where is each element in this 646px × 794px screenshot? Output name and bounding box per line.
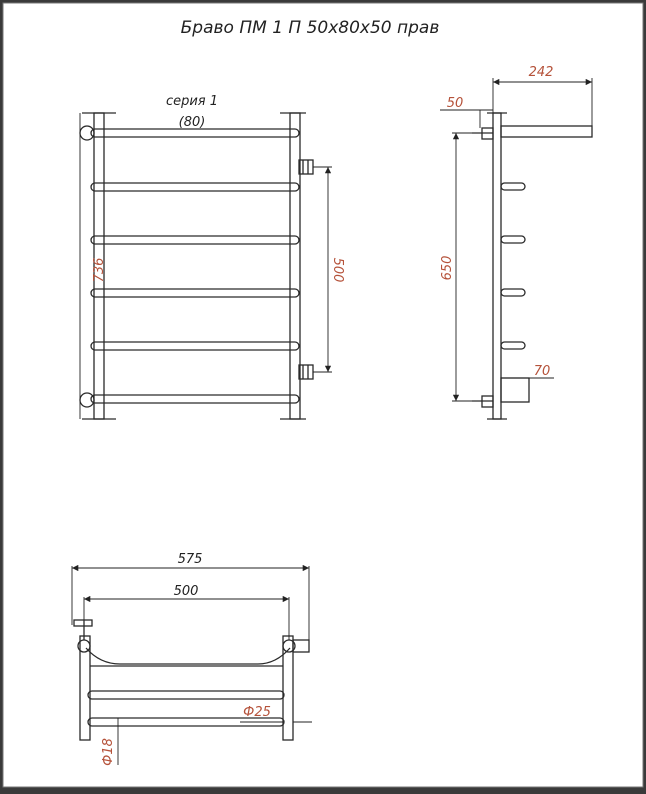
side-view xyxy=(472,112,593,420)
side-offset-bottom-label: 70 xyxy=(534,364,551,379)
top-rail-diameter-label: Ф25 xyxy=(243,705,271,720)
front-connection-label: 500 xyxy=(330,258,345,283)
side-wall-bracket-bottom-block xyxy=(481,395,494,408)
top-overall-width-label: 575 xyxy=(178,552,203,567)
side-wall-bracket-top-block xyxy=(481,127,494,140)
side-dimensions xyxy=(440,78,593,402)
side-rung-stub-4 xyxy=(500,341,526,350)
side-depth-label: 242 xyxy=(529,65,554,80)
front-rung-6 xyxy=(90,394,300,404)
side-offset-top-label: 50 xyxy=(447,96,464,111)
series-code: (80) xyxy=(179,115,206,130)
top-left-post xyxy=(79,635,91,741)
front-rung-5 xyxy=(90,341,300,351)
top-post-diameter-label: Ф18 xyxy=(101,738,116,766)
side-top-shelf xyxy=(500,125,593,138)
side-rung-stub-3 xyxy=(500,288,526,297)
front-rung-4 xyxy=(90,288,300,298)
front-rung-2 xyxy=(90,182,300,192)
top-dimensions xyxy=(71,564,312,765)
top-connection-fitting xyxy=(292,639,310,653)
top-right-post xyxy=(282,635,294,741)
front-rung-1 xyxy=(90,128,300,138)
front-dimensions xyxy=(79,113,332,419)
drawing-title: Браво ПМ 1 П 50х80х50 прав xyxy=(181,18,440,38)
top-center-width-label: 500 xyxy=(174,584,199,599)
top-curved-shelf-rail xyxy=(85,647,291,665)
top-view xyxy=(73,619,310,741)
side-height-label: 650 xyxy=(440,256,455,281)
front-view: серия 1 (80) xyxy=(79,94,314,420)
top-wall-bracket xyxy=(73,619,93,627)
top-rung-2 xyxy=(87,717,285,727)
front-height-label: 736 xyxy=(92,258,107,283)
series-label: серия 1 xyxy=(166,94,218,109)
side-rung-stub-1 xyxy=(500,182,526,191)
front-rung-3 xyxy=(90,235,300,245)
top-rung-1 xyxy=(87,690,285,700)
side-rung-stub-2 xyxy=(500,235,526,244)
